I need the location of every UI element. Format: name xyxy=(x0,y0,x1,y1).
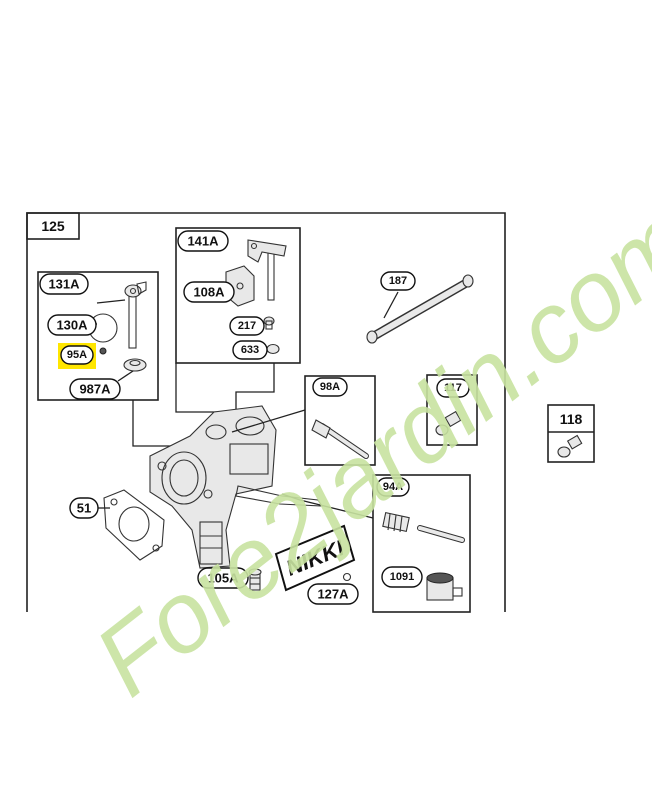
spring-94A-part xyxy=(382,512,410,533)
svg-text:98A: 98A xyxy=(320,381,340,393)
seal-washer-part xyxy=(123,358,147,372)
subgroup-box-94A xyxy=(372,474,471,613)
callout-987A: 987A xyxy=(69,378,121,400)
leader-131A xyxy=(132,400,186,447)
throttle-shaft-part xyxy=(247,239,287,301)
screw-217-part xyxy=(263,316,275,330)
callout-94A: 94A xyxy=(376,477,410,497)
svg-text:217: 217 xyxy=(238,320,256,332)
svg-text:95A: 95A xyxy=(67,349,87,361)
small-screw-part xyxy=(99,347,107,355)
svg-text:51: 51 xyxy=(77,501,91,516)
callout-51: 51 xyxy=(69,497,99,519)
solenoid-1091-part xyxy=(426,572,463,601)
callout-105A: 105A xyxy=(197,567,249,589)
gasket-51-part xyxy=(103,489,165,561)
clip-127A-part xyxy=(342,572,352,582)
leader-141A-left xyxy=(175,363,232,413)
seal-633-part xyxy=(266,343,280,355)
callout-141A: 141A xyxy=(177,230,229,252)
callout-127A: 127A xyxy=(307,583,359,605)
subgroup-box-117 xyxy=(426,374,478,446)
svg-text:105A: 105A xyxy=(207,571,239,586)
svg-text:108A: 108A xyxy=(193,285,225,300)
idle-screw-98A-part xyxy=(311,419,369,459)
callout-108A: 108A xyxy=(183,281,235,303)
callout-130A: 130A xyxy=(47,314,97,336)
svg-text:117: 117 xyxy=(444,382,462,394)
leader-94A xyxy=(281,493,374,519)
svg-text:127A: 127A xyxy=(317,587,349,602)
screw-117-part xyxy=(435,410,462,436)
shaft-187-part xyxy=(366,274,474,344)
callout-131A: 131A xyxy=(39,273,89,295)
svg-text:987A: 987A xyxy=(79,382,111,397)
callout-117: 117 xyxy=(436,378,470,398)
choke-shaft-part xyxy=(88,281,147,349)
svg-text:94A: 94A xyxy=(383,481,403,493)
subgroup-box-141A xyxy=(175,227,301,364)
screw-118-part xyxy=(557,434,583,458)
subgroup-box-131A xyxy=(37,271,159,401)
callout-95A-highlighted: 95A xyxy=(58,343,96,369)
svg-text:633: 633 xyxy=(241,344,259,356)
callout-187: 187 xyxy=(380,271,416,291)
svg-text:130A: 130A xyxy=(56,318,88,333)
group-frame-125: 125 xyxy=(26,212,506,612)
side-box-label-118: 118 xyxy=(560,411,583,427)
svg-text:141A: 141A xyxy=(187,234,219,249)
leader-98A xyxy=(231,409,306,433)
callout-217: 217 xyxy=(229,316,265,336)
callout-1091: 1091 xyxy=(381,566,423,588)
leader-141A-right xyxy=(235,363,275,420)
subgroup-box-118: 118 xyxy=(547,404,595,463)
fitting-105A-part xyxy=(248,568,262,591)
subgroup-box-98A xyxy=(304,375,376,466)
svg-text:131A: 131A xyxy=(48,277,80,292)
callout-98A: 98A xyxy=(312,377,348,397)
svg-text:187: 187 xyxy=(389,275,407,287)
needle-94A-part xyxy=(417,525,465,543)
callout-633: 633 xyxy=(232,340,268,360)
group-label-125: 125 xyxy=(41,218,65,234)
svg-text:1091: 1091 xyxy=(390,571,414,583)
